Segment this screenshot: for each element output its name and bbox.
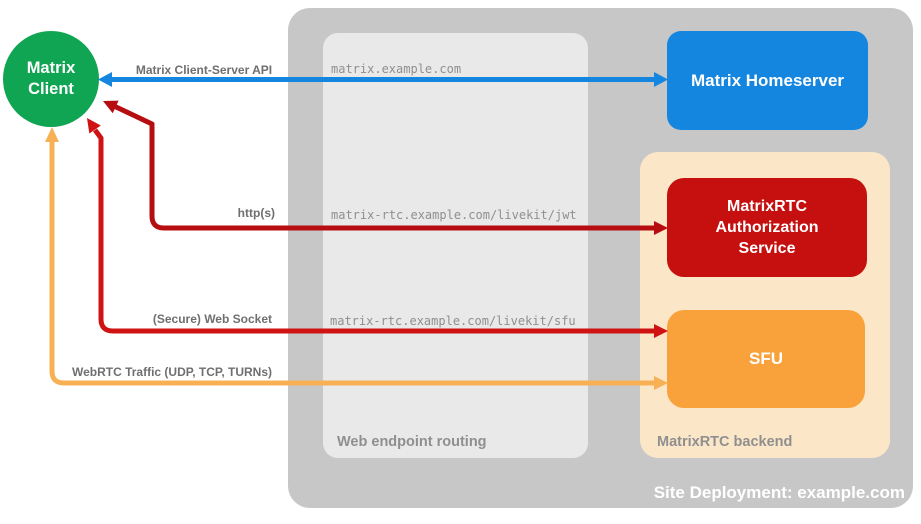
client-server-api-arrow-label: Matrix Client-Server API [135, 63, 273, 77]
endpoint-matrix-example-com: matrix.example.com [331, 62, 462, 76]
web-socket-arrow-label: (Secure) Web Socket [152, 312, 272, 326]
https-arrow-label: http(s) [237, 206, 275, 220]
endpoint-livekit-jwt: matrix-rtc.example.com/livekit/jwt [331, 208, 577, 222]
sfu-label: SFU [749, 349, 783, 368]
matrixrtc-backend-label: MatrixRTC backend [657, 434, 793, 450]
matrixrtc-authorization-service-node: MatrixRTC Authorization Service [667, 178, 867, 277]
matrix-homeserver-label: Matrix Homeserver [690, 70, 845, 90]
endpoint-livekit-sfu: matrix-rtc.example.com/livekit/sfu [330, 314, 576, 328]
site-deployment-label: Site Deployment: example.com [653, 483, 905, 502]
matrixrtc-authorization-service-label: MatrixRTC Authorization Service [715, 198, 819, 257]
web-endpoint-routing-label: Web endpoint routing [337, 434, 487, 450]
matrix-client-node: Matrix Client [3, 31, 99, 127]
webrtc-traffic-arrow-label: WebRTC Traffic (UDP, TCP, TURNs) [71, 365, 272, 379]
web-endpoint-routing-box [323, 33, 588, 458]
matrix-homeserver-node: Matrix Homeserver [667, 31, 868, 130]
sfu-node: SFU [667, 310, 865, 408]
matrix-client-label: Matrix Client [26, 59, 76, 98]
